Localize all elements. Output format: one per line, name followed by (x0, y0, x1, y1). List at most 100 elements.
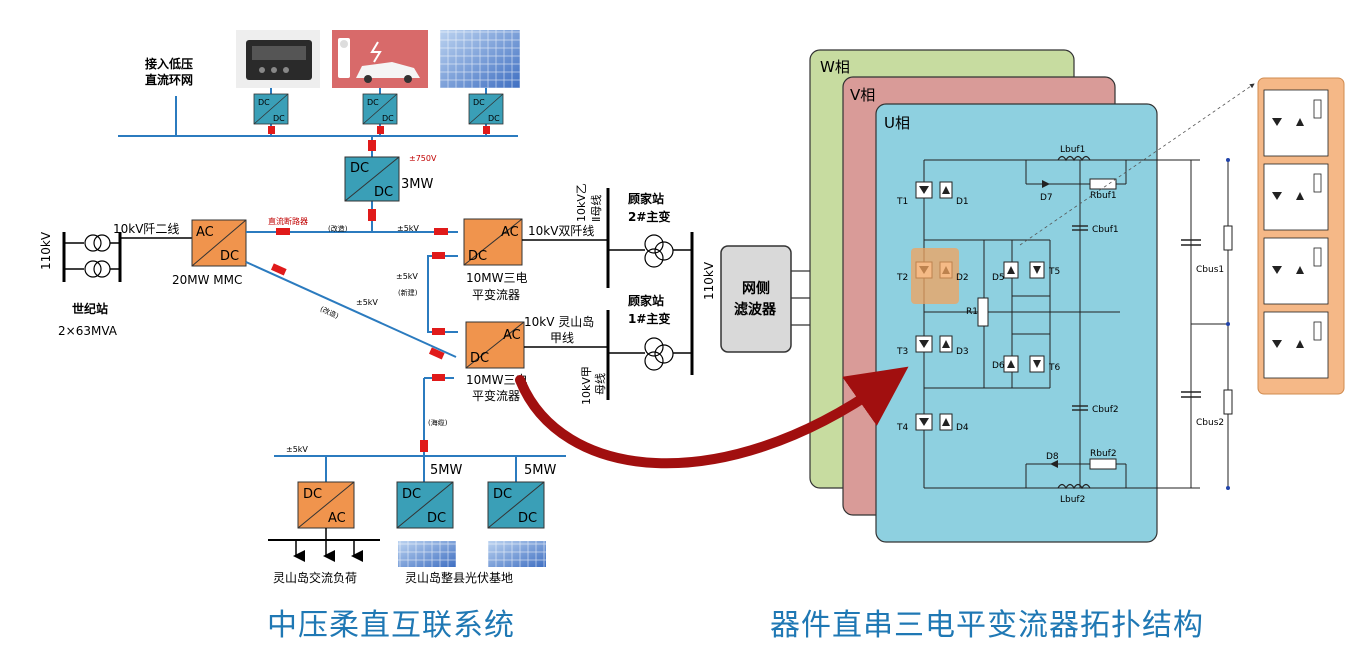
svg-text:滤波器: 滤波器 (734, 301, 777, 318)
svg-text:T1: T1 (896, 197, 908, 207)
svg-text:DC: DC (402, 487, 421, 502)
gu-transformer-1 (644, 337, 674, 371)
svg-text:网侧: 网侧 (742, 280, 770, 297)
svg-text:DC: DC (273, 114, 285, 123)
mmc-label: 20MW MMC (172, 273, 242, 287)
dcdc-pv-converter-1: DC DC (396, 481, 454, 529)
line-yi-mu-1: 10kV乙 (575, 183, 588, 222)
shiji-transformers (84, 234, 111, 278)
inductor-lbuf1 (1057, 155, 1091, 162)
svg-text:V相: V相 (850, 86, 875, 104)
svg-text:Lbuf2: Lbuf2 (1060, 495, 1085, 505)
svg-text:D4: D4 (956, 423, 969, 433)
diode-d7-symbol (1042, 180, 1050, 188)
grid-lv-label-1: 接入低压 (145, 56, 193, 71)
svg-text:DC: DC (350, 161, 369, 176)
svg-text:T3: T3 (896, 347, 908, 357)
voltage-750: ±750V (409, 154, 437, 163)
breaker-3mw-bottom (368, 209, 376, 221)
storage-device-image (236, 30, 320, 88)
caption-right: 器件直串三电平变流器拓扑结构 (770, 608, 1204, 643)
svg-text:DC: DC (374, 185, 393, 200)
breaker-3mw-top (368, 140, 376, 151)
diode-d8-symbol (1050, 460, 1058, 468)
svg-text:AC: AC (503, 328, 521, 343)
phase-u-card: U相 (875, 103, 1158, 543)
dc-breaker (276, 228, 290, 235)
grid-side-filter: 网侧 滤波器 (720, 245, 792, 353)
line-shuangqian: 10kV双阡线 (528, 223, 594, 238)
svg-text:T2: T2 (896, 273, 908, 283)
station-shiji-capacity: 2×63MVA (58, 324, 118, 338)
svg-text:Cbuf1: Cbuf1 (1092, 225, 1119, 235)
svg-text:DC: DC (220, 249, 239, 264)
svg-text:R1: R1 (966, 307, 978, 317)
three-level-converter-2: AC DC (465, 321, 525, 369)
switch-triangles (919, 186, 1041, 426)
series-devices-zoom (1257, 77, 1345, 395)
mw5-label-1: 5MW (430, 463, 462, 478)
svg-text:DC: DC (367, 98, 379, 107)
line-10kv-qian2: 10kV阡二线 (113, 221, 179, 236)
svg-text:D3: D3 (956, 347, 969, 357)
cbuf-capacitors (1072, 225, 1088, 411)
kv5-label-1: ±5kV (397, 224, 419, 233)
grid-lv-label-2: 直流环网 (145, 72, 193, 87)
line-yi-mu-2: Ⅱ母线 (589, 195, 603, 222)
cbus-resistor-2 (1223, 389, 1233, 415)
svg-text:DC: DC (518, 511, 537, 526)
gaijian-label-1: (改造) (328, 224, 348, 233)
bus-nodes (1226, 158, 1230, 490)
v110-right-label: 110kV (702, 261, 716, 300)
svg-text:D7: D7 (1040, 193, 1053, 203)
svg-text:Cbuf2: Cbuf2 (1092, 405, 1119, 415)
svg-text:DC: DC (427, 511, 446, 526)
dcdc-converter-3mw: DC DC (344, 156, 400, 202)
zoom-pointer (1019, 83, 1255, 246)
kv5-label-4: ±5kV (286, 445, 308, 454)
line-jia-mu-1: 10kV甲 (580, 366, 593, 405)
svg-text:Cbus1: Cbus1 (1196, 265, 1224, 275)
svg-text:Cbus2: Cbus2 (1196, 418, 1224, 428)
xinjian-label: (新建) (398, 288, 418, 297)
line-lingshan-1: 10kV 灵山岛 (524, 314, 594, 329)
svg-text:DC: DC (258, 98, 270, 107)
svg-text:DC: DC (470, 351, 489, 366)
kv5-label-3: ±5kV (396, 272, 418, 281)
caption-left: 中压柔直互联系统 (267, 608, 515, 643)
highlight-t2-d2 (911, 248, 959, 304)
svg-text:D8: D8 (1046, 452, 1059, 462)
conv-1-label-1: 10MW三电 (466, 271, 528, 285)
svg-text:T6: T6 (1048, 363, 1060, 373)
inductor-lbuf2 (1057, 483, 1091, 490)
svg-text:D1: D1 (956, 197, 969, 207)
cbus-capacitors (1181, 239, 1201, 398)
kv5-label-2: ±5kV (356, 298, 378, 307)
conv-1-label-2: 平变流器 (472, 287, 520, 302)
conv-2-label-1: 10MW三电 (466, 373, 528, 387)
resistor-rbuf2 (1089, 458, 1117, 470)
solar-panel-image-top (440, 30, 520, 88)
resistor-rbuf1 (1089, 178, 1117, 190)
solar-panel-image-bottom-1 (398, 541, 456, 567)
load-label: 灵山岛交流负荷 (273, 570, 357, 585)
gu-station-2-line2: 2#主变 (628, 209, 670, 224)
svg-text:AC: AC (501, 225, 519, 240)
svg-text:Rbuf2: Rbuf2 (1090, 449, 1117, 459)
gu-station-1-line2: 1#主变 (628, 311, 670, 326)
ev-charging-image (332, 30, 428, 88)
svg-text:DC: DC (382, 114, 394, 123)
svg-text:T5: T5 (1048, 267, 1060, 277)
big-curved-arrow (515, 366, 909, 469)
svg-text:DC: DC (473, 98, 485, 107)
cbus-resistor-1 (1223, 225, 1233, 251)
gu-station-1-line1: 顾家站 (628, 293, 664, 308)
svg-text:Rbuf1: Rbuf1 (1090, 191, 1117, 201)
svg-text:AC: AC (328, 511, 346, 526)
svg-text:Lbuf1: Lbuf1 (1060, 145, 1085, 155)
mw5-label-2: 5MW (524, 463, 556, 478)
